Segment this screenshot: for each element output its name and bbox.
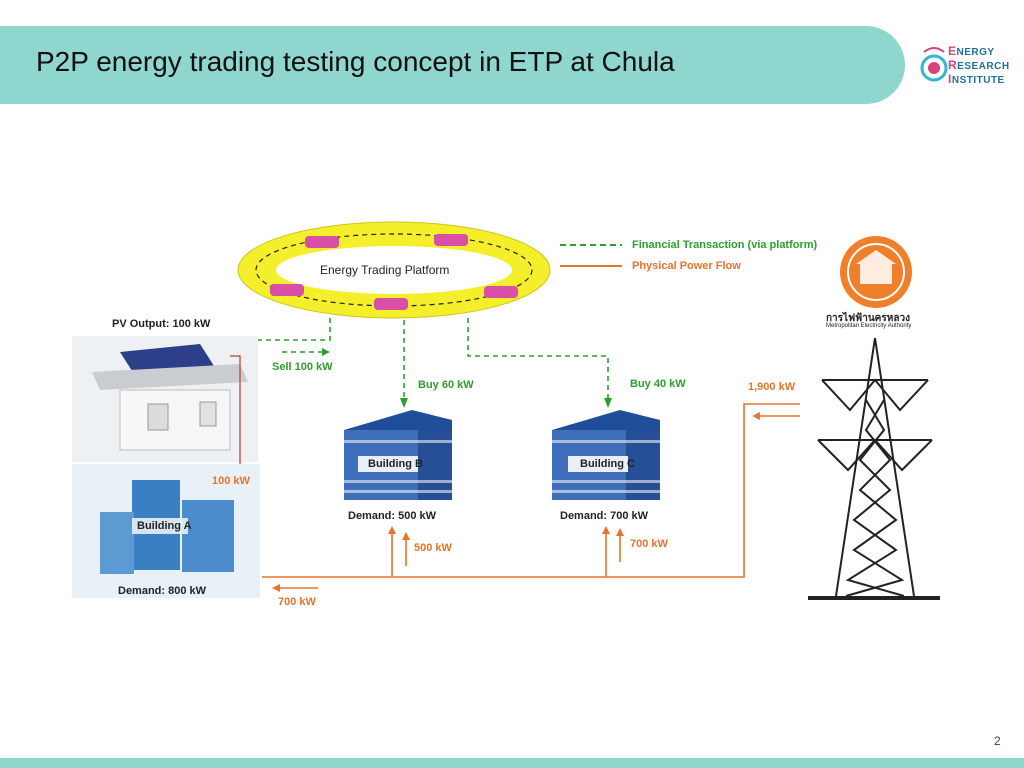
buy-c-arrow [604, 398, 612, 408]
grid-supply-label: 1,900 kW [748, 381, 796, 393]
trader-icon [434, 234, 468, 246]
building-c-grid-label: 700 kW [630, 538, 668, 550]
trader-icon [484, 286, 518, 298]
trader-icon [305, 236, 339, 248]
building-b-label: Building B [368, 458, 423, 470]
energy-research-institute-logo [920, 47, 948, 82]
transmission-tower [808, 337, 940, 600]
physical-flows [203, 403, 800, 589]
b-up-arrow [402, 532, 410, 540]
financial-line-pv [218, 318, 331, 341]
feeder-b-arrow [388, 526, 396, 534]
building-b-grid-label: 500 kW [414, 542, 452, 554]
building-c-stripes [552, 440, 660, 493]
building-a-illustration [72, 464, 260, 598]
financial-arrows [322, 348, 612, 408]
building-a-left [100, 512, 134, 574]
building-b-label-bg [358, 456, 418, 472]
pv-wiring [230, 355, 241, 464]
grid-to-a-label: 700 kW [278, 596, 316, 608]
logo-line-2: RESEARCH [948, 58, 1010, 72]
building-c-illustration [552, 410, 660, 500]
building-a-label-bg [132, 518, 188, 534]
building-c-roof [552, 410, 660, 430]
buy-b-arrow [400, 398, 408, 408]
building-a-label: Building A [137, 520, 192, 532]
building-a-demand: Demand: 800 kW [118, 585, 207, 597]
grid-input-arrow [752, 412, 760, 420]
sell-label: Sell 100 kW [272, 361, 333, 373]
building-b-stripes [344, 440, 452, 493]
sell-arrow [322, 348, 330, 356]
grid-feeder [262, 403, 800, 578]
logo-line-1: ENERGY [948, 44, 995, 58]
page-number: 2 [994, 734, 1001, 748]
building-b-buy-label: Buy 60 kW [418, 379, 474, 391]
inverter-box [147, 403, 169, 431]
legend-physical-label: Physical Power Flow [632, 260, 741, 272]
roof [92, 364, 248, 390]
pv-system-illustration [72, 336, 258, 464]
financial-line-c [467, 318, 609, 402]
physical-arrows [200, 412, 760, 592]
building-c-demand: Demand: 700 kW [560, 510, 649, 522]
building-c-label-bg [568, 456, 628, 472]
title-bar [0, 26, 905, 104]
building-c-buy-label: Buy 40 kW [630, 378, 686, 390]
bottom-bar [0, 758, 1024, 768]
trader-icon [270, 284, 304, 296]
building-b-roof [344, 410, 452, 430]
mea-logo [840, 236, 912, 308]
c-up-arrow [616, 528, 624, 536]
platform-label: Energy Trading Platform [320, 263, 450, 277]
mea-thai-name: การไฟฟ้านครหลวง [826, 313, 910, 324]
building-b-illustration [344, 410, 452, 500]
solar-panel [120, 344, 214, 374]
feeder-c-arrow [602, 526, 610, 534]
platform-inner [276, 246, 512, 294]
grid-to-a-arrow [272, 584, 280, 592]
building-c-label: Building C [580, 458, 635, 470]
mea-english-name: Metropolitan Electricity Authority [826, 323, 912, 329]
financial-flows [218, 318, 609, 402]
trader-icon-group [270, 234, 518, 310]
trader-icon [374, 298, 408, 310]
legend-financial-label: Financial Transaction (via platform) [632, 239, 818, 251]
logo-line-3: INSTITUTE [948, 72, 1005, 86]
panel-box [199, 401, 217, 427]
pv-to-a-label: 100 kW [212, 475, 250, 487]
building-a-right [182, 500, 234, 572]
slide-title: P2P energy trading testing concept in ET… [36, 46, 675, 77]
building-b-demand: Demand: 500 kW [348, 510, 437, 522]
pv-output-label: PV Output: 100 kW [112, 318, 211, 330]
